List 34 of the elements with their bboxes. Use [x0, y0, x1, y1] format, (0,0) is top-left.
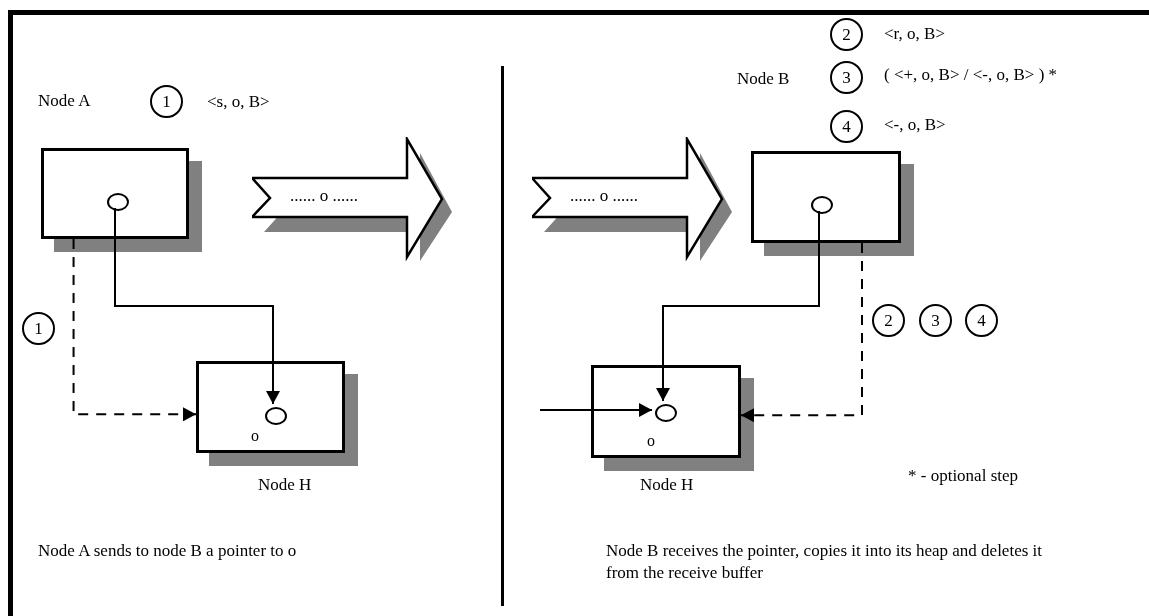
caption-text: Node B receives the pointer, copies it into its heap and deletes it from the receive buffer	[606, 540, 1043, 585]
node-caption: <-, o, B>	[884, 114, 946, 136]
node-caption: <r, o, B>	[884, 23, 945, 45]
footnote: * - optional step	[908, 465, 1019, 487]
pointer-circle	[655, 404, 677, 422]
step-number: 3	[830, 61, 863, 94]
step-number: 1	[150, 85, 183, 118]
caption-text: Node A sends to node B a pointer to o	[38, 540, 298, 562]
arrow	[656, 210, 820, 402]
node-caption: Node H	[640, 474, 694, 496]
step-number: 1	[22, 312, 55, 345]
memory-box	[591, 365, 741, 458]
node-caption: ( <+, o, B> / <-, o, B> ) *	[884, 64, 1058, 86]
node-caption: <s, o, B>	[207, 91, 270, 113]
step-number: 4	[965, 304, 998, 337]
step-number: 4	[830, 110, 863, 143]
node-caption: Node A	[38, 90, 91, 112]
step-number: 2	[872, 304, 905, 337]
memory-box	[196, 361, 345, 453]
pointer-circle	[107, 193, 129, 211]
node-caption: Node H	[258, 474, 312, 496]
object-label: o	[251, 428, 259, 444]
object-label: o	[647, 433, 655, 449]
arrow	[114, 207, 280, 405]
node-caption: Node B	[737, 68, 790, 90]
dashed-arrow	[72, 238, 197, 422]
arrow	[539, 403, 653, 417]
pointer-circle	[811, 196, 833, 214]
memory-box	[41, 148, 189, 239]
step-number: 2	[830, 18, 863, 51]
memory-box	[751, 151, 901, 243]
pointer-circle	[265, 407, 287, 425]
step-number: 3	[919, 304, 952, 337]
dashed-arrow	[740, 242, 863, 423]
